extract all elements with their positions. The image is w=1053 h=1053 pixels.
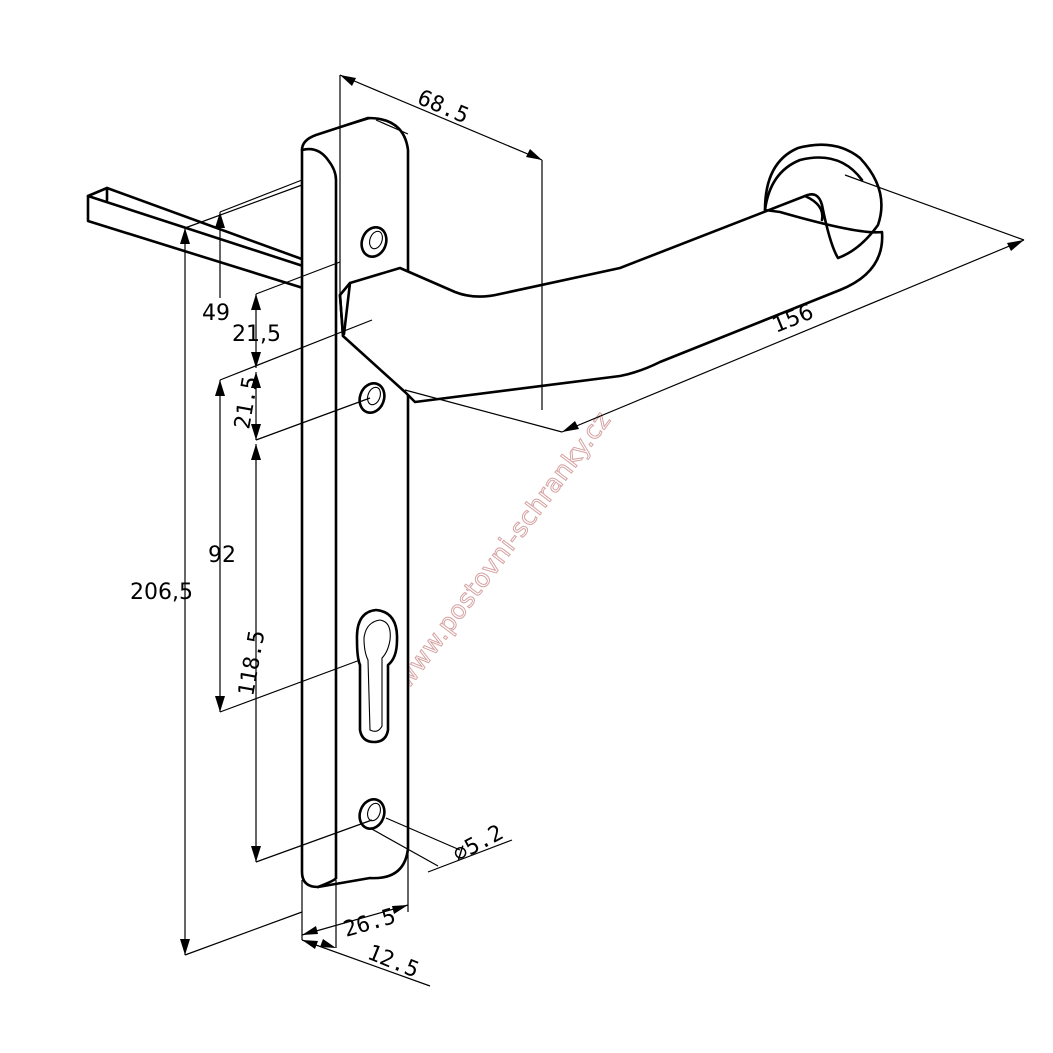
dim-label-plate-height: 206,5 bbox=[130, 580, 193, 605]
dim-label-top-to-bottom-hole: 118.5 bbox=[234, 628, 270, 698]
escutcheon-plate bbox=[300, 116, 410, 889]
cylinder-cutout bbox=[355, 608, 399, 744]
dim-label-plate-thickness: 12.5 bbox=[364, 940, 422, 983]
middle-screw-hole bbox=[358, 382, 386, 414]
lever-handle bbox=[338, 143, 884, 404]
dim-label-plate-width: 26.5 bbox=[341, 904, 399, 943]
dim-label-handle-to-second-hole: 21.5 bbox=[230, 375, 264, 432]
dimension-49: 49 bbox=[202, 179, 303, 326]
dimension-21-5-upper: 21,5 bbox=[219, 261, 373, 381]
dimension-156: 156 bbox=[404, 174, 1025, 433]
dim-label-hole-diameter: ⌀5.2 bbox=[449, 820, 508, 867]
spindle bbox=[86, 186, 312, 290]
dim-label-handle-height: 49 bbox=[202, 301, 230, 326]
dimension-206-5: 206,5 bbox=[130, 184, 303, 956]
dimension-92: 92 bbox=[208, 380, 361, 713]
dim-label-handle-projection: 68.5 bbox=[414, 86, 473, 130]
top-screw-hole bbox=[360, 226, 388, 258]
dim-label-handle-to-cylinder: 92 bbox=[208, 543, 236, 568]
watermark-text: www.postovni-schranky.cz bbox=[390, 406, 617, 694]
dim-label-handle-to-top-hole: 21,5 bbox=[232, 322, 281, 347]
